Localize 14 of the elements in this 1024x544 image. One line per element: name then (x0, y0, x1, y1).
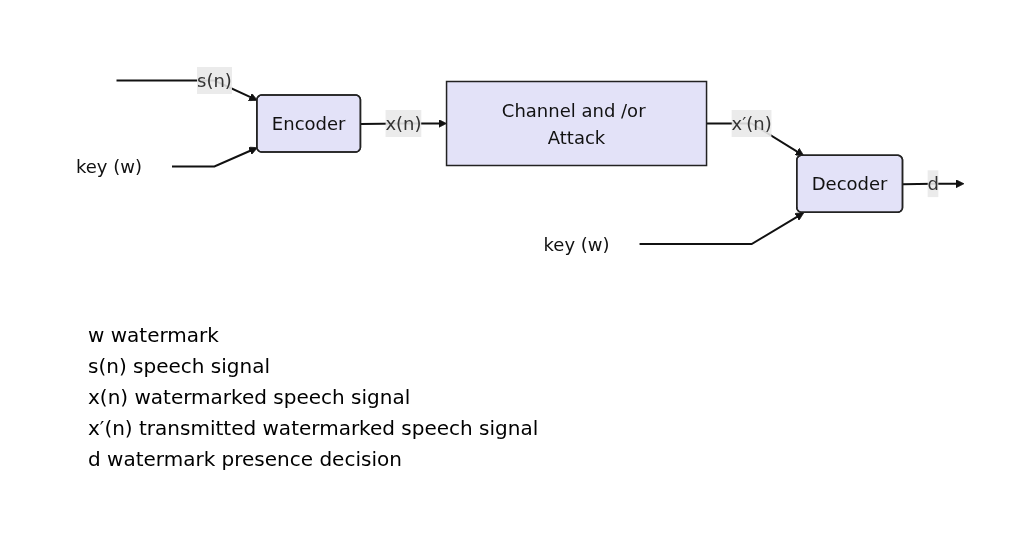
arrow (170, 147, 258, 168)
legend-note: w watermark (88, 322, 220, 349)
node-text: key (w) (75, 156, 142, 178)
node-box: Channel and /or Attack (445, 81, 707, 167)
legend-note: x(n) watermarked speech signal (88, 384, 412, 411)
edge-label: d (927, 173, 939, 195)
edge-label: s(n) (196, 70, 232, 92)
legend-note: x′(n) transmitted watermarked speech signal (88, 415, 539, 442)
legend-note: d watermark presence decision (88, 446, 403, 473)
edge-label: x′(n) (731, 113, 772, 135)
legend-note: s(n) speech signal (88, 353, 271, 380)
arrow (638, 212, 804, 246)
node-text: key (w) (543, 233, 610, 255)
edge-label: x(n) (384, 113, 422, 135)
